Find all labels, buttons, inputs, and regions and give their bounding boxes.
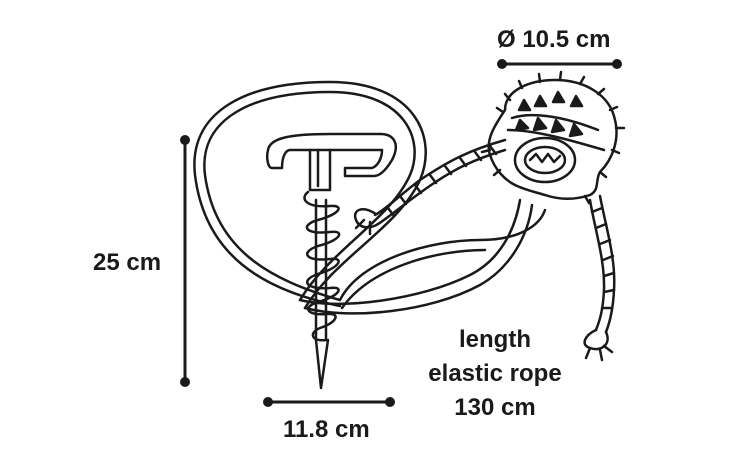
height-dimension-line [180, 135, 190, 387]
rope-arm-right [583, 194, 616, 362]
rope-length-label: length elastic rope 130 cm [410, 323, 580, 425]
elastic-rope [193, 80, 547, 315]
width-label: 11.8 cm [283, 416, 370, 443]
rope-length-line-1: length [459, 326, 531, 353]
height-label: 25 cm [93, 249, 162, 276]
spiky-ball-toy [480, 70, 626, 205]
diameter-label: Ø 10.5 cm [497, 26, 611, 53]
width-dimension-line [263, 397, 395, 407]
rope-length-line-3: 130 cm [454, 394, 536, 421]
diameter-dimension-line [497, 59, 622, 69]
ground-anchor [265, 132, 397, 390]
rope-arm-left [353, 138, 507, 236]
rope-length-line-2: elastic rope [428, 360, 562, 387]
